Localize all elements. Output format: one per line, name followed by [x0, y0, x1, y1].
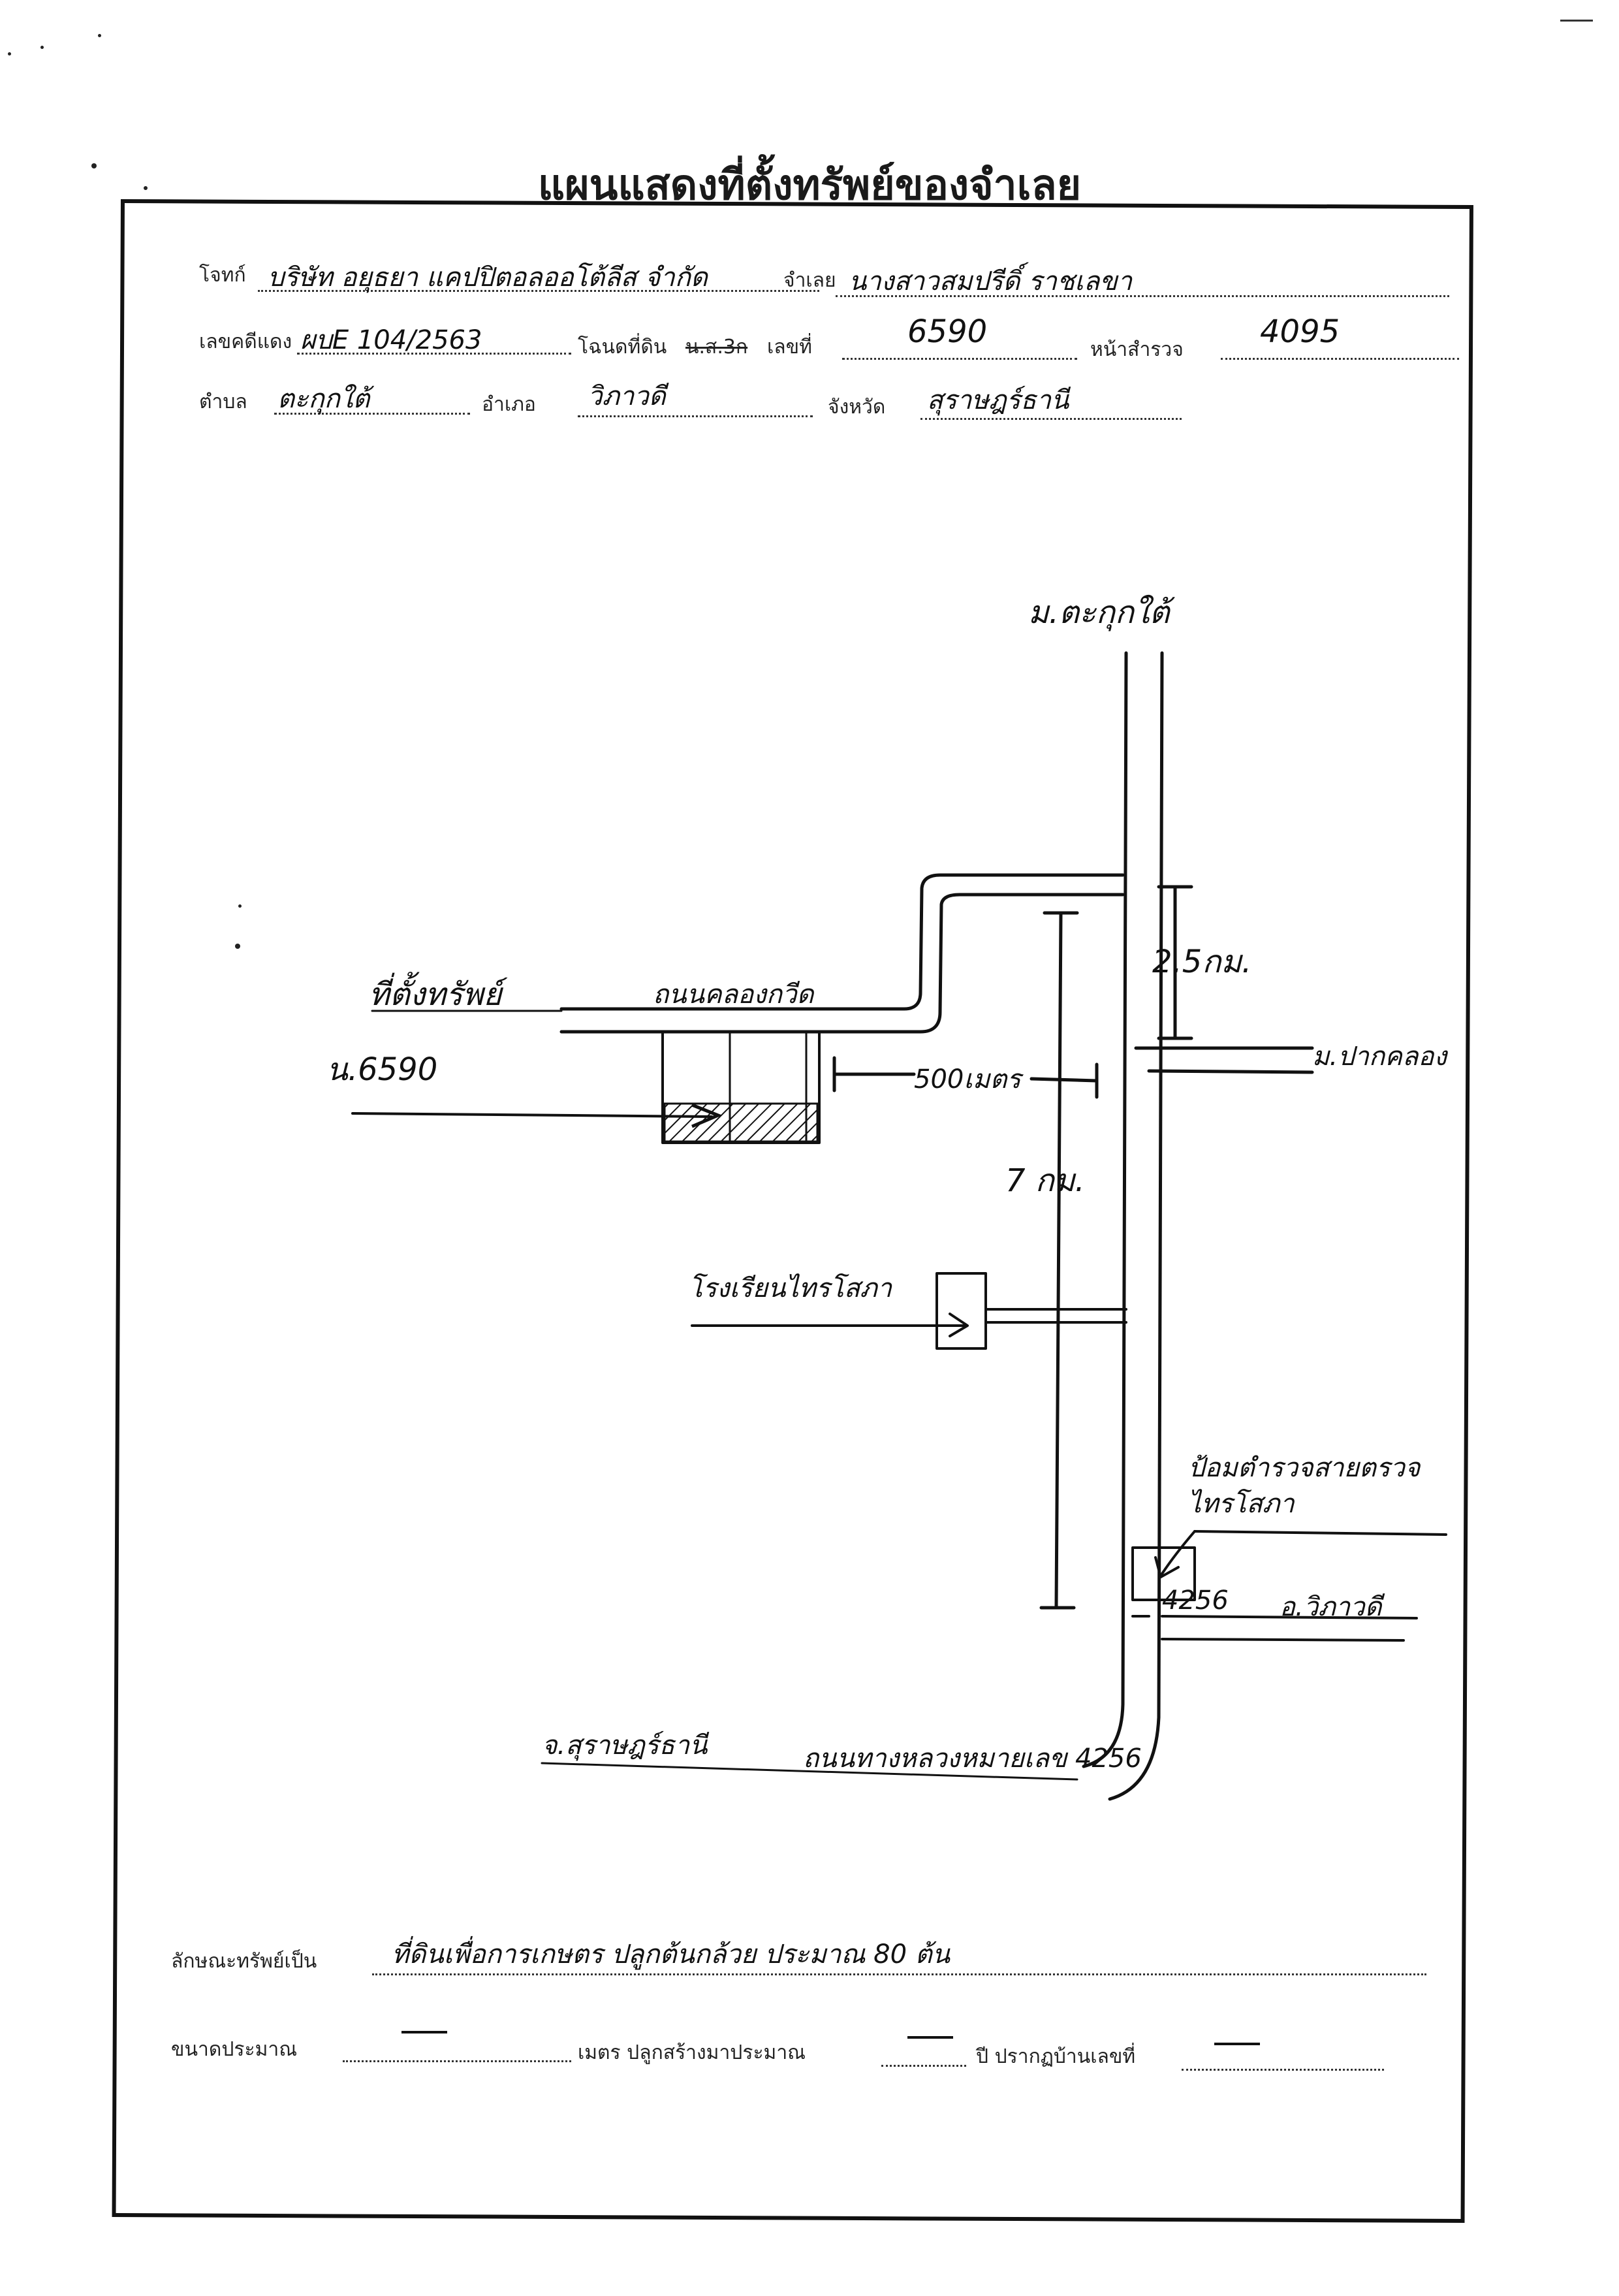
property-hatched-area	[663, 1102, 819, 1143]
property-pointer-line	[351, 1112, 713, 1118]
deed-number-label: น.6590	[326, 1051, 438, 1088]
property-label: ที่ตั้งทรัพย์	[369, 976, 502, 1013]
school-arrow-head	[949, 1313, 969, 1337]
plaintiff-value: บริษัท อยุธยา แคปปิตอลออโต้ลีส จำกัด	[268, 263, 708, 293]
district-label: อำเภอ	[482, 393, 536, 416]
size-dash	[401, 2031, 447, 2033]
canal-road-upper-edge	[559, 873, 1125, 1011]
size-unit: เมตร ปลูกสร้างมาประมาณ	[578, 2041, 806, 2064]
road-number-label: 4256	[1162, 1586, 1229, 1616]
main-road-right-edge	[1108, 651, 1164, 1801]
canal-road-lower-edge	[559, 893, 1125, 1034]
police-box	[1131, 1546, 1196, 1601]
house-number-dash	[1214, 2043, 1260, 2045]
dim-7km-line	[1054, 912, 1063, 1608]
scan-speck	[235, 944, 240, 949]
property-plot	[661, 1030, 821, 1144]
scan-speck	[98, 34, 101, 37]
number-dots	[842, 358, 1077, 360]
province-dots	[920, 418, 1182, 420]
highway-underline	[541, 1762, 1078, 1781]
subdistrict-label: ตำบล	[199, 391, 247, 413]
school-label: โรงเรียนไทรโสภา	[689, 1273, 892, 1303]
nature-dots	[372, 1973, 1426, 1975]
to-vibhavadi-label: อ.วิภาวดี	[1280, 1592, 1382, 1622]
canal-road-label: ถนนคลองกวีด	[653, 980, 814, 1010]
scan-speck	[238, 904, 242, 908]
to-surat-label: จ.สุราษฎร์ธานี	[542, 1730, 708, 1761]
nature-label: ลักษณะทรัพย์เป็น	[171, 1950, 317, 1973]
police-arrow	[1161, 1530, 1196, 1575]
distance-2-5km-label: 2.5กม.	[1152, 944, 1252, 980]
distance-500m-label: 500เมตร	[914, 1064, 1021, 1094]
year-dots	[881, 2065, 966, 2067]
district-dots	[578, 415, 813, 417]
survey-dots	[1221, 358, 1459, 360]
page-title: แผนแสดงที่ตั้งทรัพย์ของจำเลย	[537, 161, 1082, 210]
province-label: จังหวัด	[828, 396, 886, 419]
subdistrict-dots	[274, 413, 470, 415]
case-label: เลขคดีแดง	[199, 330, 292, 353]
survey-label: หน้าสำรวจ	[1090, 338, 1184, 361]
pakklong-road-lower	[1147, 1069, 1314, 1074]
case-value: ผบE 104/2563	[300, 325, 482, 355]
number-value: 6590	[907, 313, 988, 350]
deed-strike: น.ส.3ก	[685, 336, 748, 359]
police-arrow-head	[1154, 1556, 1180, 1578]
police-label-line	[1193, 1530, 1447, 1536]
corner-mark	[1560, 20, 1593, 22]
district-value: วิภาวดี	[588, 381, 666, 411]
dim-500m-line-right	[1030, 1077, 1099, 1083]
police-box-sub-label: ไทรโสภา	[1188, 1489, 1295, 1519]
survey-value: 4095	[1260, 313, 1340, 350]
main-road-left-edge	[1082, 651, 1128, 1768]
scan-speck	[8, 52, 11, 56]
year-dash	[907, 2036, 953, 2039]
size-dots	[343, 2060, 571, 2062]
school-box	[935, 1272, 987, 1350]
subdistrict-value: ตะกุกใต้	[277, 384, 370, 414]
case-dots	[297, 353, 571, 355]
highway-label: ถนนทางหลวงหมายเลข 4256	[803, 1744, 1142, 1774]
scan-speck	[91, 163, 97, 168]
nature-value: ที่ดินเพื่อการเกษตร ปลูกต้นกล้วย ประมาณ …	[392, 1939, 951, 1969]
vibhavadi-road-upper	[1161, 1615, 1418, 1619]
property-arrow-head	[691, 1103, 723, 1128]
plaintiff-dots	[258, 290, 819, 292]
village-pakklong-label: ม.ปากคลอง	[1312, 1042, 1447, 1072]
scan-speck	[144, 186, 148, 190]
province-value: สุราษฎร์ธานี	[927, 385, 1069, 415]
deed-label: โฉนดที่ดิน	[578, 336, 667, 359]
distance-7km-label: 7 กม.	[1005, 1162, 1085, 1199]
number-label: เลขที่	[767, 336, 812, 359]
defendant-value: นางสาวสมปรีดิ์ ราชเลขา	[849, 266, 1133, 296]
defendant-dots	[836, 295, 1449, 297]
size-label: ขนาดประมาณ	[171, 2038, 298, 2061]
village-north-label: ม.ตะกุกใต้	[1028, 594, 1170, 631]
defendant-label: จำเลย	[783, 269, 836, 292]
plaintiff-label: โจทก์	[199, 264, 246, 287]
police-box-label: ป้อมตำรวจสายตรวจ	[1188, 1453, 1421, 1483]
house-number-dots	[1182, 2069, 1384, 2071]
vibhavadi-road-lower	[1161, 1638, 1405, 1642]
scan-speck	[40, 46, 44, 49]
year-label: ปี ปรากฏบ้านเลขที่	[976, 2045, 1136, 2068]
